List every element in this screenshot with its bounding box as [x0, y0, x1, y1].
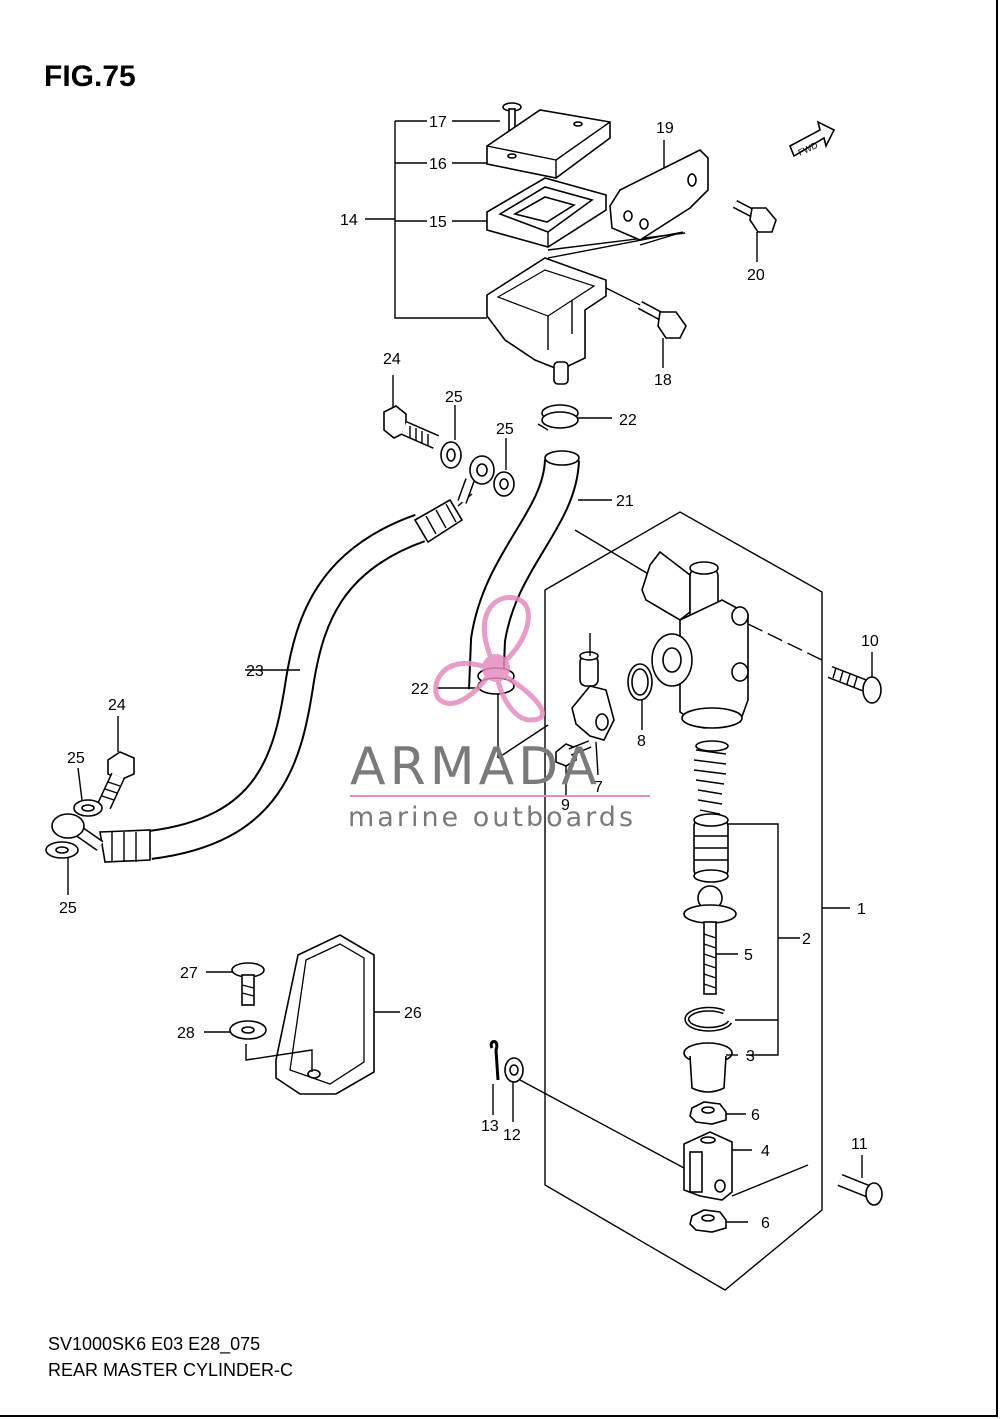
- push-rod-5-icon: [683, 885, 738, 995]
- callout-6-upper: 6: [751, 1107, 760, 1124]
- bolt-20-icon: [732, 200, 777, 262]
- callout-14: 14: [340, 212, 358, 229]
- callout-25-lower-a: 25: [67, 750, 85, 767]
- spring-icon: [693, 740, 729, 815]
- reservoir-cap-16-icon: [486, 109, 611, 179]
- callout-17: 17: [429, 114, 447, 131]
- callout-25-upper-a: 25: [445, 389, 463, 406]
- callout-24-lower: 24: [108, 697, 126, 714]
- callout-4: 4: [761, 1143, 770, 1160]
- callout-10: 10: [861, 633, 879, 650]
- bolt-10-icon: [827, 652, 882, 704]
- propeller-logo-icon: [433, 595, 545, 723]
- reservoir-hose-21-icon: [468, 450, 656, 691]
- watermark-brand: ARMADA: [350, 737, 601, 797]
- nut-6-lower-icon: [689, 1209, 748, 1233]
- callout-8: 8: [637, 733, 646, 750]
- watermark-tagline: marine outboards: [348, 802, 636, 833]
- nut-6-upper-icon: [689, 1101, 746, 1125]
- washer-28-icon: [204, 1020, 267, 1040]
- hose-connector-7-icon: [571, 633, 615, 776]
- callout-12: 12: [503, 1127, 521, 1144]
- callout-26: 26: [404, 1005, 422, 1022]
- callout-5: 5: [744, 947, 753, 964]
- reservoir-group: [365, 102, 686, 385]
- callout-7: 7: [594, 779, 603, 796]
- figure-title: FIG.75: [44, 60, 136, 93]
- callout-20: 20: [747, 267, 765, 284]
- screw-27-icon: [206, 962, 265, 1006]
- watermark: ARMADA marine outboards: [348, 595, 650, 833]
- piston-kit-2-icon: [693, 813, 800, 1056]
- callout-22-upper: 22: [619, 412, 637, 429]
- callout-6-lower: 6: [761, 1215, 770, 1232]
- callout-28: 28: [177, 1025, 195, 1042]
- washer-25-lower-a-icon: [73, 767, 103, 817]
- bolt-18-icon: [605, 287, 687, 368]
- diaphragm-15-icon: [486, 177, 607, 248]
- diagram-name: REAR MASTER CYLINDER-C: [48, 1360, 294, 1380]
- clevis-pin-11-icon: [837, 1155, 883, 1206]
- boot-3-icon: [683, 1042, 738, 1093]
- callout-15: 15: [429, 214, 447, 231]
- callout-2: 2: [802, 931, 811, 948]
- cotter-pin-13-icon: [489, 1040, 500, 1115]
- callout-21: 21: [616, 493, 634, 510]
- callout-27: 27: [180, 965, 198, 982]
- washer-25-lower-b-icon: [45, 841, 79, 895]
- callout-19: 19: [656, 120, 674, 137]
- callout-18: 18: [654, 372, 672, 389]
- callout-22-lower: 22: [411, 681, 429, 698]
- cover-26-icon: [245, 934, 400, 1095]
- washer-25-upper-b-icon: [493, 438, 515, 497]
- fwd-arrow-icon: FWD: [788, 120, 836, 158]
- callout-3: 3: [746, 1048, 755, 1065]
- callout-labels: 17 16 15 14 19 20 18 24 25 25 22 21 23 2…: [59, 114, 879, 1232]
- callout-11: 11: [851, 1136, 868, 1153]
- assembly-outline-1: [544, 511, 850, 1291]
- callout-1: 1: [857, 901, 866, 918]
- screw-9-icon: [555, 740, 592, 795]
- bracket-19-icon: [547, 140, 709, 259]
- washer-12-icon: [504, 1057, 524, 1122]
- reservoir-body-icon: [486, 232, 686, 385]
- brake-hose-23-icon: [51, 455, 495, 863]
- clevis-4-icon: [519, 1079, 809, 1201]
- o-ring-8-icon: [627, 663, 653, 730]
- callout-23: 23: [246, 663, 264, 680]
- callout-16: 16: [429, 156, 447, 173]
- banjo-bolt-24-upper-icon: [383, 375, 440, 449]
- circlip-icon: [684, 1006, 733, 1032]
- callout-13: 13: [481, 1118, 499, 1135]
- washer-25-upper-a-icon: [440, 405, 462, 469]
- callout-25-upper-b: 25: [496, 421, 514, 438]
- banjo-bolt-24-lower-icon: [97, 716, 135, 810]
- callout-25-lower-b: 25: [59, 900, 77, 917]
- hose-clamp-22-upper-icon: [537, 404, 612, 431]
- master-cylinder-body-icon: [641, 550, 823, 729]
- callout-24-upper: 24: [383, 351, 401, 368]
- callout-9: 9: [561, 797, 570, 814]
- diagram-code: SV1000SK6 E03 E28_075: [48, 1334, 261, 1354]
